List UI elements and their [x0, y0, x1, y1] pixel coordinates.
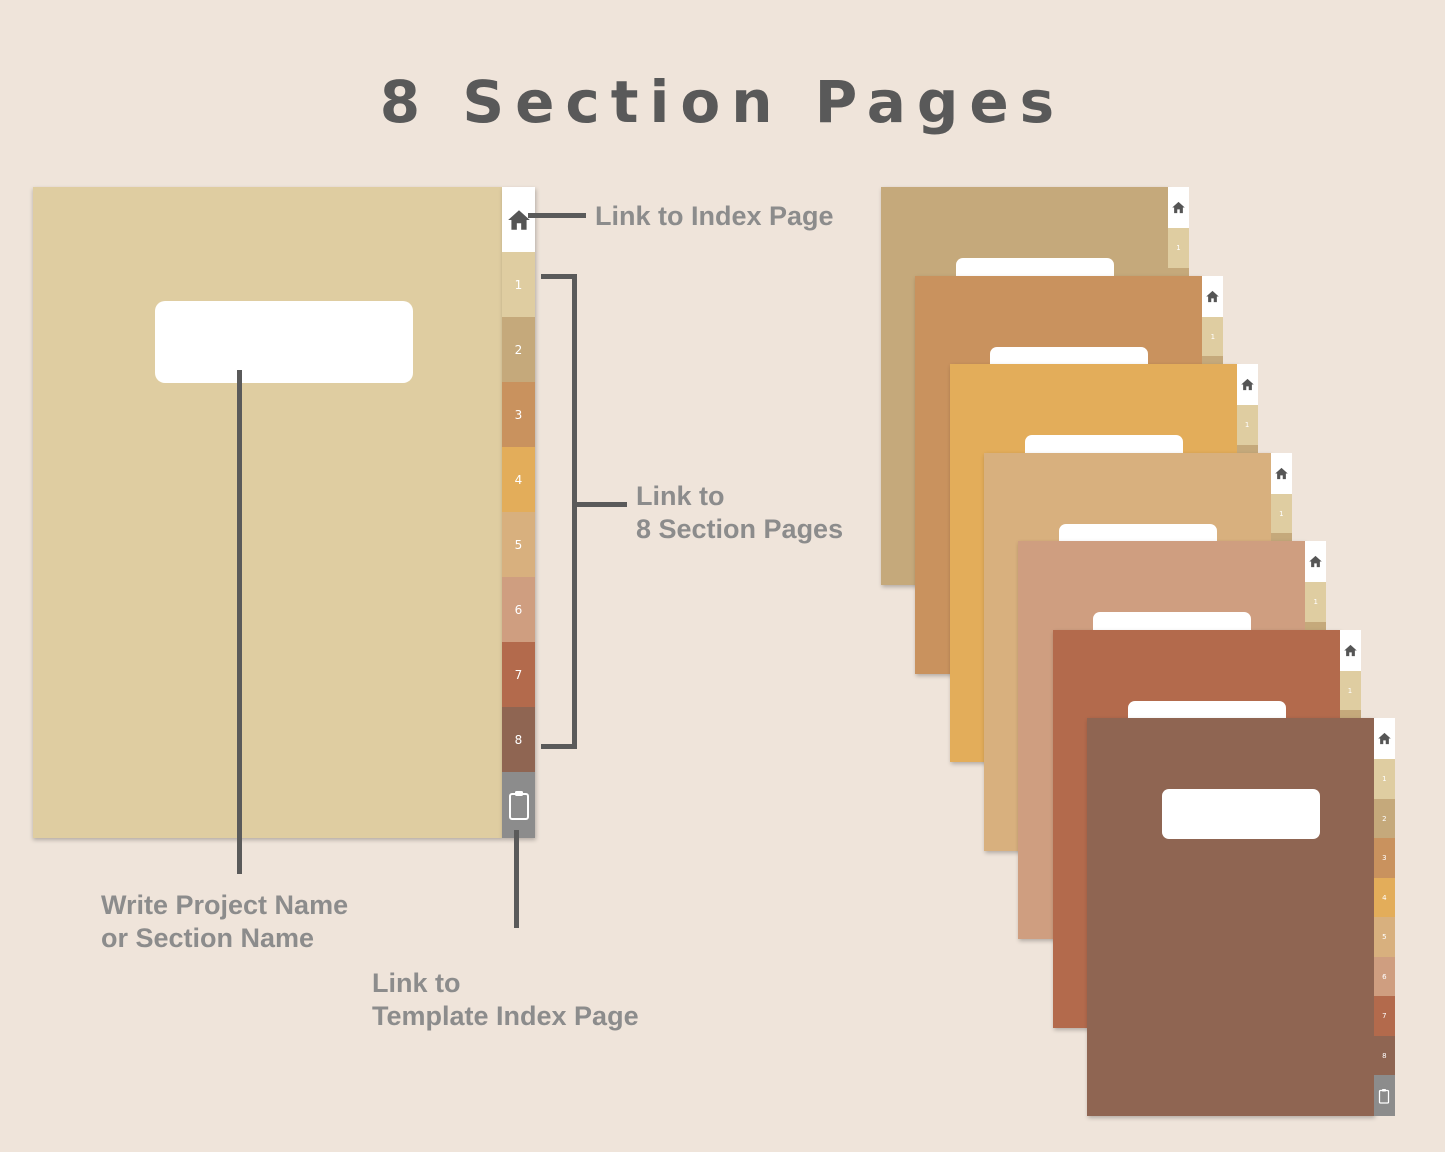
template-index-note: Link to Template Index Page — [372, 968, 639, 1031]
section-bracket-vertical — [572, 274, 577, 749]
page-title: 8 Section Pages — [379, 68, 1066, 136]
section-bracket-bottom — [541, 744, 577, 749]
section-tab-2[interactable]: 2 — [502, 317, 535, 382]
home-icon[interactable] — [1270, 452, 1292, 494]
home-icon[interactable] — [1202, 275, 1224, 317]
section-bracket-arm — [576, 502, 627, 507]
mini-section-tab-4[interactable]: 4 — [1373, 877, 1395, 918]
mini-section-tab-7[interactable]: 7 — [1373, 996, 1395, 1036]
mini-section-tab-1[interactable]: 1 — [1236, 405, 1258, 445]
mini-section-tab-6[interactable]: 6 — [1373, 956, 1395, 997]
mini-section-tab-1[interactable]: 1 — [1305, 582, 1327, 622]
home-tab[interactable] — [502, 187, 535, 252]
mini-section-tab-3[interactable]: 3 — [1373, 838, 1395, 878]
project-name-box[interactable] — [155, 301, 413, 383]
mini-section-tab-8[interactable]: 8 — [1373, 1035, 1395, 1076]
section-bracket-top — [541, 274, 577, 279]
home-icon[interactable] — [1168, 187, 1189, 228]
section-page-preview — [33, 187, 503, 838]
section-tab-7[interactable]: 7 — [502, 642, 535, 707]
home-icon — [507, 209, 530, 230]
home-icon[interactable] — [1339, 629, 1361, 671]
mini-section-tab-5[interactable]: 5 — [1373, 917, 1395, 957]
section-tab-4[interactable]: 4 — [502, 447, 535, 512]
section-tab-5[interactable]: 5 — [502, 512, 535, 577]
project-name-note: Write Project Name or Section Name — [101, 890, 349, 953]
mini-section-tab-1[interactable]: 1 — [1168, 228, 1189, 268]
template-index-tab[interactable] — [502, 772, 535, 838]
mini-section-tab-1[interactable]: 1 — [1202, 316, 1224, 357]
section-tab-8[interactable]: 8 — [502, 707, 535, 772]
index-link-connector — [528, 213, 586, 218]
clipboard-icon — [508, 791, 529, 820]
section-links-note: Link to 8 Section Pages — [636, 481, 844, 544]
mini-section-tab-1[interactable]: 1 — [1270, 493, 1292, 534]
mini-section-tab-1[interactable]: 1 — [1339, 670, 1361, 711]
mini-section-tab-1[interactable]: 1 — [1373, 759, 1395, 799]
section-tab-6[interactable]: 6 — [502, 577, 535, 642]
home-icon[interactable] — [1236, 364, 1258, 405]
home-icon[interactable] — [1305, 541, 1327, 582]
home-icon[interactable] — [1373, 718, 1395, 759]
section-tab-1[interactable]: 1 — [502, 252, 535, 317]
clipboard-icon[interactable] — [1373, 1075, 1395, 1116]
template-index-connector — [514, 830, 519, 928]
project-name-box[interactable] — [1161, 789, 1320, 839]
mini-section-tab-2[interactable]: 2 — [1373, 798, 1395, 839]
section-tab-3[interactable]: 3 — [502, 382, 535, 447]
project-name-connector — [237, 370, 242, 874]
index-link-note: Link to Index Page — [595, 201, 834, 231]
